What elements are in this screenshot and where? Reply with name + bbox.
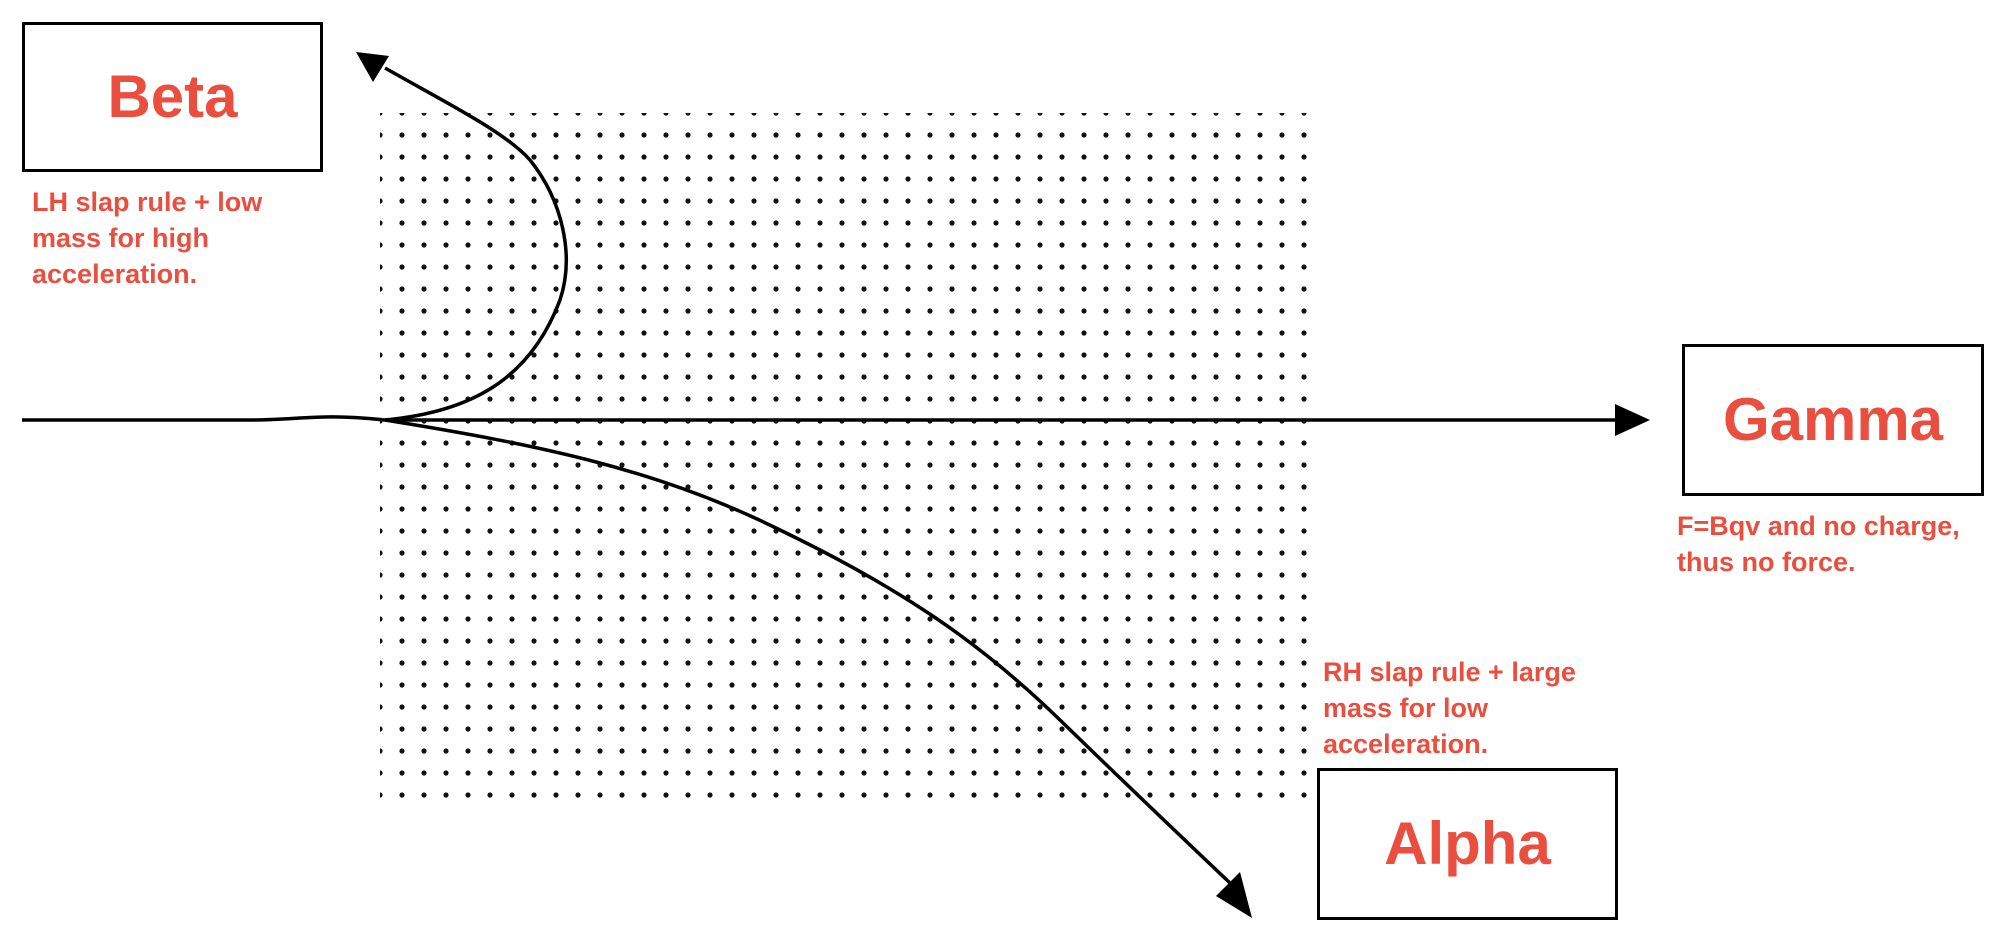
gamma-label-box: Gamma xyxy=(1682,344,1984,496)
alpha-explanation: RH slap rule + large mass for low accele… xyxy=(1323,654,1576,762)
beta-explanation-line: LH slap rule + low xyxy=(32,187,263,217)
gamma-explanation: F=Bqv and no charge, thus no force. xyxy=(1677,508,1960,580)
beta-label-box: Beta xyxy=(22,22,323,172)
beta-explanation-line: acceleration. xyxy=(32,259,198,289)
beta-path-curve xyxy=(384,66,568,422)
gamma-arrowhead xyxy=(1615,404,1650,436)
alpha-arrowhead xyxy=(1216,872,1252,918)
beta-title: Beta xyxy=(107,63,238,130)
gamma-explanation-line: F=Bqv and no charge, xyxy=(1677,511,1960,541)
incoming-beam-line xyxy=(22,415,386,422)
gamma-explanation-line: thus no force. xyxy=(1677,547,1856,577)
gamma-title: Gamma xyxy=(1722,386,1944,453)
alpha-explanation-line: mass for low xyxy=(1323,693,1489,723)
alpha-explanation-line: acceleration. xyxy=(1323,729,1489,759)
alpha-explanation-line: RH slap rule + large xyxy=(1323,657,1576,687)
beta-arrowhead xyxy=(356,52,389,82)
alpha-label-box: Alpha xyxy=(1317,768,1618,920)
alpha-path-curve xyxy=(384,418,1232,885)
magnetic-field-region xyxy=(380,113,1310,810)
beta-explanation-line: mass for high xyxy=(32,223,210,253)
beta-explanation: LH slap rule + low mass for high acceler… xyxy=(32,184,262,292)
alpha-title: Alpha xyxy=(1384,810,1551,877)
